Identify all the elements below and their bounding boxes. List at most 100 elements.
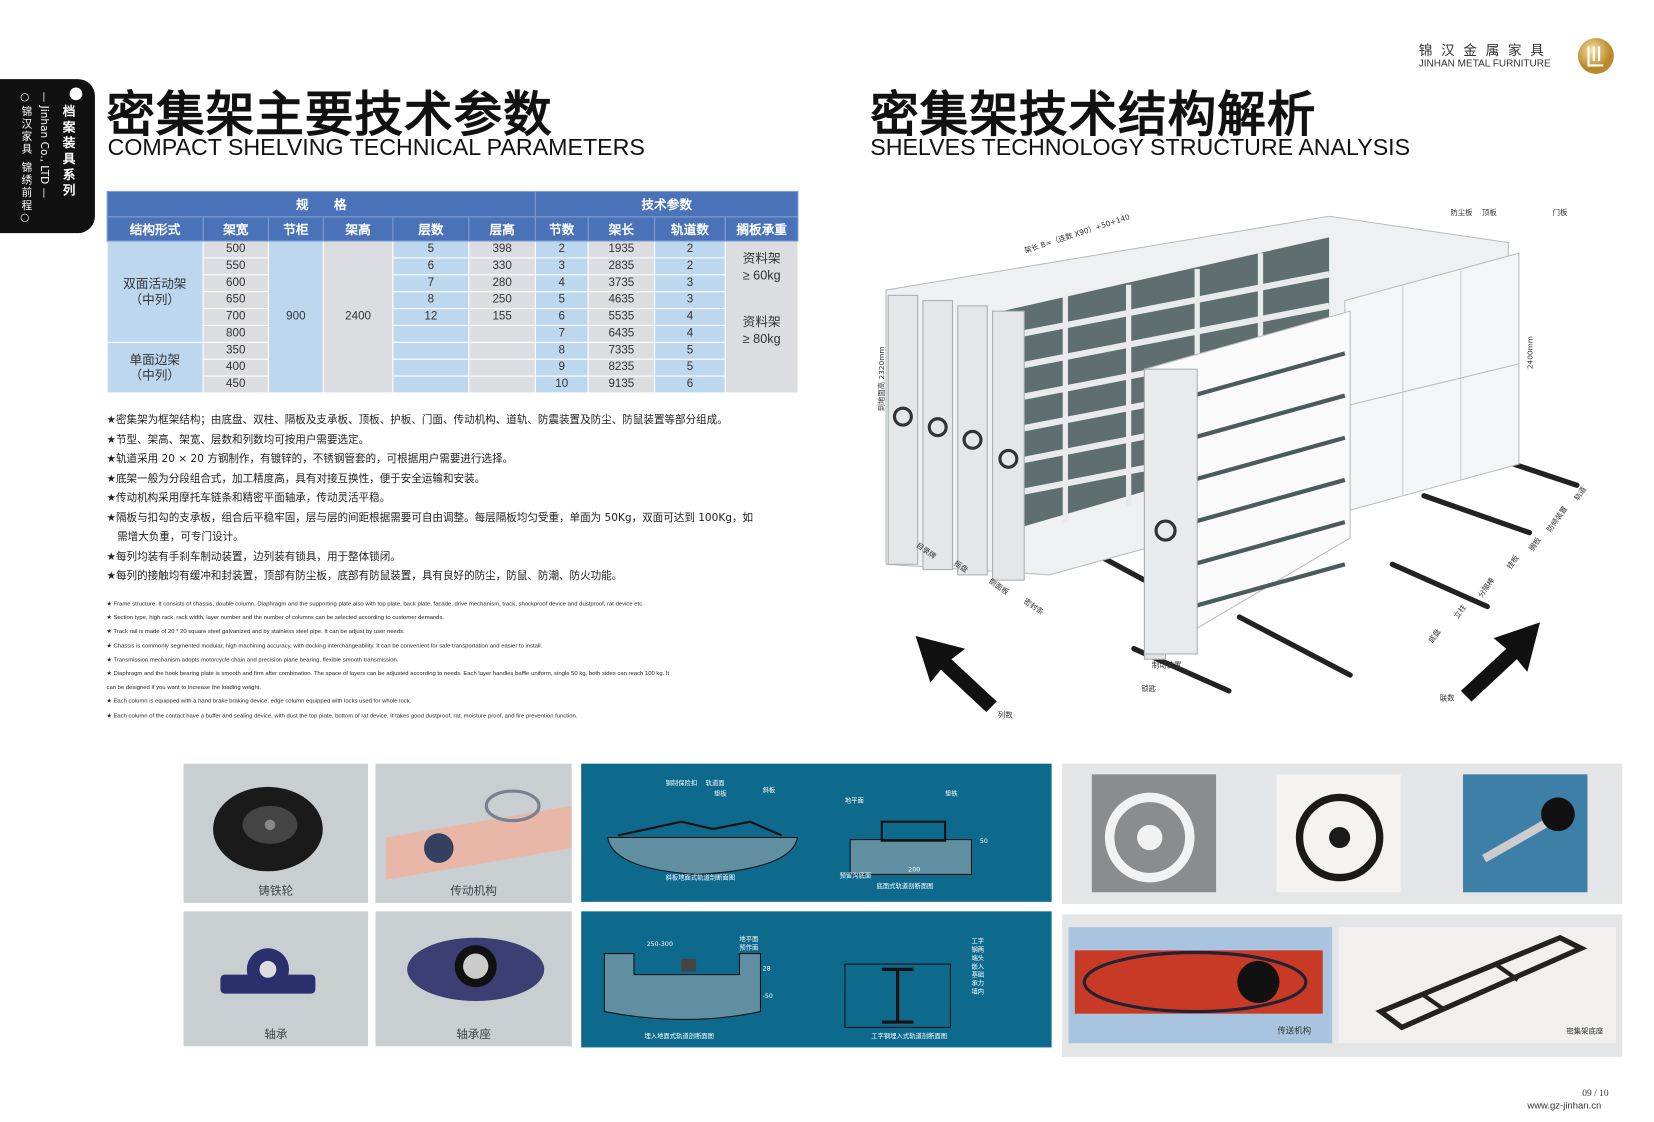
layer-height-cell [468, 325, 536, 343]
tab-dot-icon [69, 87, 83, 101]
layers-cell: 5 [392, 241, 470, 259]
bp2-label-4: 预留沟底面 [840, 871, 872, 880]
slogan-text: 锦汉家具 锦绣前程 [18, 105, 31, 213]
note-cn-line: ★每列均装有手刹车制动装置，边列装有锁具，用于整体锁闭。 [106, 551, 401, 563]
column-header: 节数 [534, 216, 589, 242]
note-cn-line: ★密集架为框架结构；由底盘、双柱、隔板及支承板、顶板、护板、门面、传动机构、道轨… [106, 414, 728, 427]
length-cell: 5535 [588, 308, 656, 326]
door-board-label: 门板 [1553, 208, 1568, 217]
group-header-row: 规 格 技术参数 [106, 190, 799, 218]
track-section-drawings-top: 钢制保险扣 轨道面 垫板 斜板 斜板地面式轨道剖断面图 地平面 垫铁 50 20… [606, 778, 988, 890]
column-header: 层数 [392, 216, 470, 242]
caption-cast-wheel: 铸铁轮 [258, 883, 294, 898]
tracks-cell: 5 [654, 342, 726, 360]
layer-height-cell: 250 [468, 291, 536, 310]
length-cell: 2835 [588, 257, 656, 276]
section-cabinet-cell: 900 [268, 241, 324, 394]
photo-cast-wheel: 铸铁轮 [183, 763, 369, 903]
width-cell: 650 [203, 291, 269, 310]
divider-label: 分隔棒 [1476, 575, 1496, 599]
bearing-icon [220, 948, 316, 994]
width-cell: 400 [203, 359, 269, 377]
bp1-label-2: 垫板 [714, 788, 727, 797]
spec-table: 规 格 技术参数 结构形式架宽节柜架高层数层高节数架长轨道数搁板承重 双面活动架… [106, 190, 799, 394]
height-right-label: 2400mm [1526, 336, 1535, 369]
group-header-tech: 技术参数 [534, 190, 799, 218]
width-cell: 550 [203, 257, 269, 276]
bp4-label: 承力 [971, 978, 984, 987]
drive-mechanism-icon [386, 789, 572, 880]
shelf-load-2: 资料架 ≥ 80kg [742, 314, 781, 346]
note-en-line: ★ Each column of the contact have a buff… [106, 712, 578, 719]
length-cell: 1935 [588, 241, 656, 259]
bp3-label-1: 地平面 [739, 934, 758, 943]
right-title-en: SHELVES TECHNOLOGY STRUCTURE ANALYSIS [870, 133, 1411, 161]
note-cn-line: ★每列的接触均有缓冲和封装置，顶部有防尘板，底部有防鼠装置，具有良好的防尘，防鼠… [106, 570, 623, 583]
sections-cell: 6 [535, 308, 589, 326]
bp3-label-0: 250-300 [647, 941, 673, 948]
brand-name-cn: 锦 汉 金 属 家 具 [1418, 43, 1546, 60]
width-cell: 350 [203, 342, 269, 360]
width-cell: 600 [203, 274, 269, 293]
top-board-label: 顶板 [1482, 208, 1497, 217]
photo-bearing: 轴承 [183, 911, 369, 1047]
crank-handle-icon [1463, 774, 1588, 893]
layer-height-cell: 330 [468, 257, 536, 276]
group-header-spec: 规 格 [106, 190, 536, 218]
bp3-label-2: 预作面 [739, 942, 758, 951]
chain-drive-icon [1074, 950, 1323, 1014]
tracks-cell: 3 [654, 274, 726, 293]
note-cn-line: ★隔板与扣勾的支承板，组合后平稳牢固，层与层的间距根据需要可自由调整。每层隔板均… [106, 512, 754, 524]
left-title-en: COMPACT SHELVING TECHNICAL PARAMETERS [107, 133, 645, 161]
lock-key-label: 锁匙 [1141, 684, 1156, 693]
column-header: 结构形式 [106, 216, 204, 242]
column-header: 节柜 [267, 216, 324, 242]
track-section-drawings-bottom: 250-300 地平面 预作面 28 -50 埋入地面式轨道剖断面图 工字钢两端… [603, 934, 985, 1040]
caption-bearing: 轴承 [264, 1027, 288, 1042]
bp1-label-3: 斜板 [763, 785, 776, 794]
hand-wheel-panel [1062, 763, 1623, 904]
chassis-label: 底盘 [1427, 627, 1443, 645]
bp2-label-0: 地平面 [845, 796, 864, 805]
bp2-caption: 底面式轨道剖断面图 [877, 881, 934, 890]
column-header: 轨道数 [654, 216, 726, 242]
bp3-caption: 埋入地面式轨道剖断面图 [644, 1031, 713, 1040]
note-cn-line: ★节型、架高、架宽、层数和列数均可按用户需要选定。 [106, 434, 370, 446]
bp4-caption: 工字钢埋入式轨道剖断面图 [871, 1031, 947, 1040]
direction-arrows [915, 622, 1541, 712]
layers-cell [392, 359, 470, 377]
bp2-label-1: 垫铁 [945, 788, 958, 797]
chassis-frame-icon [1375, 934, 1588, 1031]
layer-height-cell: 398 [468, 241, 536, 259]
column-header: 架长 [587, 216, 656, 242]
tracks-cell: 2 [654, 241, 726, 259]
caption-chassis: 密集架底座 [1566, 1027, 1604, 1036]
brand-name-en: JINHAN METAL FURNITURE [1418, 58, 1551, 70]
photo-transmission: 传送机构 [1068, 927, 1333, 1044]
photo-bearing-seat: 轴承座 [375, 911, 572, 1047]
sections-cell: 7 [535, 325, 589, 343]
sections-label: 联数 [1440, 693, 1455, 702]
tracks-cell: 4 [654, 308, 726, 326]
slogan-label: ○锦汉家具 锦绣前程○ [18, 91, 31, 226]
upright-label: 立柱 [1452, 603, 1468, 621]
brake-label: 制动装置 [1152, 661, 1182, 670]
layers-cell: 8 [392, 291, 470, 310]
website-link[interactable]: www.gz-jinhan.cn [1527, 1100, 1602, 1111]
length-formula-label: 架长 B=（连数 X90）+50+140 [1023, 212, 1131, 255]
company-en-label: — Jinhan Co., LTD — [37, 91, 50, 199]
blueprint-panel-top: 钢制保险扣 轨道面 垫板 斜板 斜板地面式轨道剖断面图 地平面 垫铁 50 20… [581, 763, 1052, 902]
black-hand-wheel-icon [1276, 774, 1401, 893]
column-header: 搁板承重 [724, 216, 799, 242]
notes-cn: ★密集架为框架结构；由底盘、双柱、隔板及支承板、顶板、护板、门面、传动机构、道轨… [107, 411, 754, 587]
tracks-cell: 5 [654, 359, 726, 377]
right-title-cn: 密集架技术结构解析 [870, 85, 1317, 143]
layers-cell: 12 [392, 308, 470, 326]
